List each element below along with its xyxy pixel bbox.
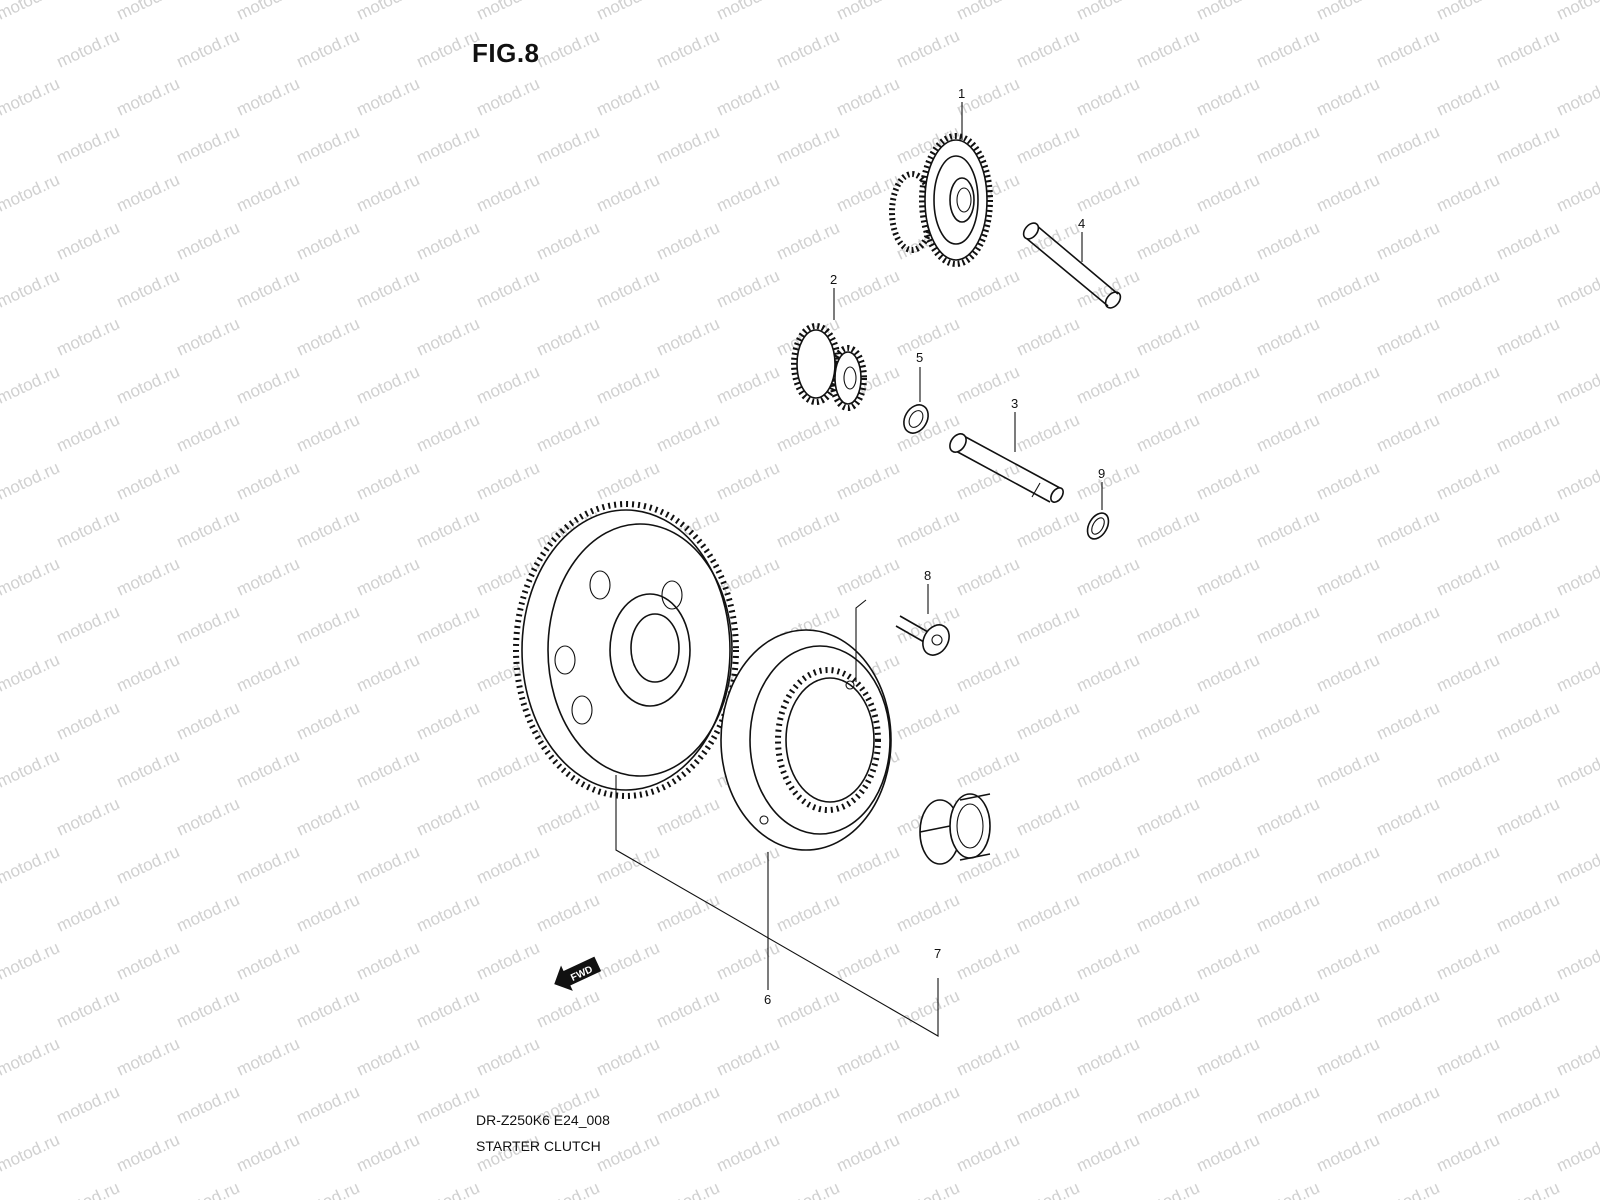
callout-4: 4 bbox=[1078, 216, 1085, 231]
callout-8: 8 bbox=[924, 568, 931, 583]
part-4-shaft[interactable] bbox=[1021, 220, 1124, 311]
model-code: DR-Z250K6 E24_008 bbox=[476, 1112, 610, 1128]
part-5-washer[interactable] bbox=[899, 401, 933, 438]
fwd-direction-marker: FWD bbox=[554, 956, 602, 991]
part-8-bolt[interactable] bbox=[895, 615, 954, 660]
callout-3: 3 bbox=[1011, 396, 1018, 411]
part-6-clutch-ring[interactable] bbox=[720, 629, 892, 851]
part-1-idle-gear[interactable] bbox=[889, 133, 993, 267]
callout-2: 2 bbox=[830, 272, 837, 287]
part-2-double-gear[interactable] bbox=[791, 323, 867, 411]
arrow-left-icon bbox=[554, 956, 602, 991]
callout-9: 9 bbox=[1098, 466, 1105, 481]
callout-7: 7 bbox=[934, 946, 941, 961]
callout-1: 1 bbox=[958, 86, 965, 101]
part-9-circlip[interactable] bbox=[1083, 509, 1113, 542]
part-6-driven-gear[interactable] bbox=[513, 501, 739, 799]
leader-lines bbox=[615, 102, 1103, 1037]
callout-5: 5 bbox=[916, 350, 923, 365]
assembly-name: STARTER CLUTCH bbox=[476, 1138, 601, 1154]
figure-title: FIG.8 bbox=[472, 38, 540, 68]
part-7-needle-bearing[interactable] bbox=[919, 793, 991, 865]
callout-6: 6 bbox=[764, 992, 771, 1007]
part-3-shaft[interactable] bbox=[947, 431, 1066, 505]
